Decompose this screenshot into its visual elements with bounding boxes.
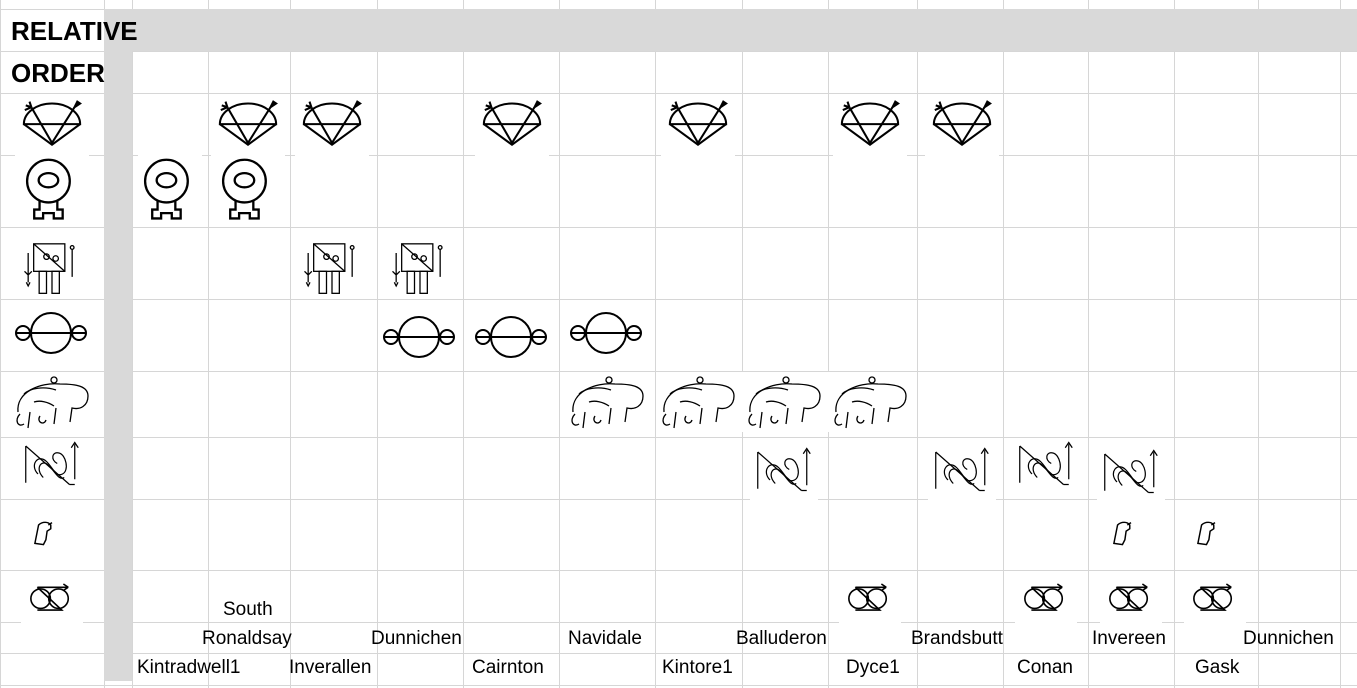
z-rod-rectangle-icon — [19, 232, 85, 296]
mirror-case-icon — [216, 154, 280, 226]
crescent-and-v-rod-icon — [833, 96, 907, 156]
grid-column-line — [655, 0, 656, 688]
pictish-beast-icon — [742, 372, 826, 432]
double-disc-icon — [13, 307, 91, 359]
grid-column-line — [828, 0, 829, 688]
grid-column-line — [290, 0, 291, 688]
grid-column-line — [1174, 0, 1175, 688]
stone-name-label: Inverallen — [289, 657, 372, 678]
double-disc-icon — [473, 311, 551, 363]
grid-column-line — [1003, 0, 1004, 688]
animal-head-icon — [1193, 510, 1237, 556]
stone-name-label: Cairnton — [472, 657, 544, 678]
grid-column-line — [0, 0, 1, 688]
grid-row-line — [0, 499, 1357, 500]
crescent-and-v-rod-icon — [295, 96, 369, 156]
grid-row-line — [0, 437, 1357, 438]
grid-row-line — [0, 622, 1357, 623]
mirror-case-icon — [20, 154, 84, 226]
header-shaded-band — [104, 9, 1357, 51]
stone-name-label: Invereen — [1092, 628, 1166, 649]
crescent-and-v-rod-icon — [15, 96, 89, 156]
grid-column-line — [559, 0, 560, 688]
grid-column-line — [1088, 0, 1089, 688]
stone-name-label: Balluderon — [736, 628, 827, 649]
pictish-beast-icon — [656, 372, 740, 432]
grid-column-line — [1340, 0, 1341, 688]
animal-head-icon — [1109, 510, 1153, 556]
grid-row-line — [0, 371, 1357, 372]
grid-column-line — [377, 0, 378, 688]
grid-row-line — [0, 685, 1357, 686]
serpent-and-z-rod-icon — [1012, 439, 1080, 495]
serpent-and-z-rod-icon — [1097, 447, 1165, 503]
stone-name-label: Conan — [1017, 657, 1073, 678]
grid-column-line — [463, 0, 464, 688]
grid-column-line — [742, 0, 743, 688]
serpent-and-z-rod-icon — [18, 439, 86, 495]
crescent-and-v-rod-icon — [661, 96, 735, 156]
stone-name-label: Dyce1 — [846, 657, 900, 678]
stone-name-label: South — [223, 599, 273, 620]
stone-name-label: Kintore1 — [662, 657, 733, 678]
grid-row-line — [0, 93, 1357, 94]
stone-name-label: Brandsbutt — [911, 628, 1003, 649]
stone-name-label: Gask — [1195, 657, 1240, 678]
grid-row-line — [0, 227, 1357, 228]
grid-column-line — [1258, 0, 1259, 688]
stone-name-label: Dunnichen — [1243, 628, 1334, 649]
crescent-and-v-rod-icon — [925, 96, 999, 156]
double-disc-icon — [381, 311, 459, 363]
grid-column-line — [132, 0, 133, 688]
z-rod-rectangle-icon — [387, 232, 453, 296]
pictish-beast-icon — [828, 372, 912, 432]
double-disc-and-z-rod-icon — [1015, 571, 1077, 623]
serpent-and-z-rod-icon — [750, 445, 818, 501]
z-rod-rectangle-icon — [299, 232, 365, 296]
page-title-line: RELATIVE — [11, 16, 138, 46]
mirror-case-icon — [138, 154, 202, 226]
double-disc-icon — [568, 307, 646, 359]
animal-head-icon — [30, 510, 74, 556]
crescent-and-v-rod-icon — [475, 96, 549, 156]
crescent-and-v-rod-icon — [211, 96, 285, 156]
double-disc-and-z-rod-icon — [21, 571, 83, 623]
stone-name-label: Navidale — [568, 628, 642, 649]
grid-row-line — [0, 570, 1357, 571]
stone-name-label: Ronaldsay — [202, 628, 292, 649]
pictish-beast-icon — [565, 372, 649, 432]
serpent-and-z-rod-icon — [928, 445, 996, 501]
double-disc-and-z-rod-icon — [839, 571, 901, 623]
double-disc-and-z-rod-icon — [1184, 571, 1246, 623]
pictish-beast-icon — [10, 372, 94, 432]
stone-name-label: Dunnichen — [371, 628, 462, 649]
page-title-line: ORDER — [11, 58, 105, 88]
double-disc-and-z-rod-icon — [1100, 571, 1162, 623]
stone-name-label: Kintradwell1 — [137, 657, 241, 678]
grid-row-line — [0, 299, 1357, 300]
grid-column-line — [917, 0, 918, 688]
left-shaded-band — [104, 9, 132, 681]
grid-row-line — [0, 653, 1357, 654]
grid-row-line — [0, 51, 1357, 52]
grid-column-line — [208, 0, 209, 688]
